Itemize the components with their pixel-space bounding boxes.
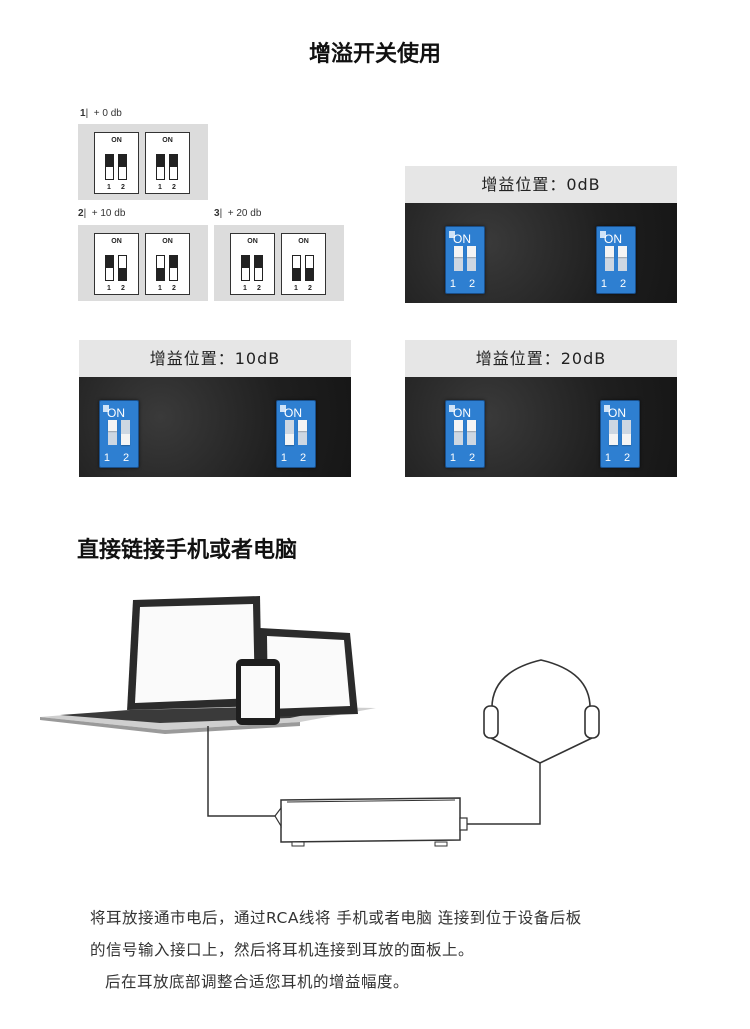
dip-label-10db: 2| + 10 db — [78, 208, 125, 219]
amp-bottom-photo: ON 1 2 ON 1 2 — [79, 377, 351, 477]
dip-on-label: ON — [162, 137, 173, 144]
dip-num-1: 1 — [158, 184, 162, 191]
connection-illustration — [40, 596, 600, 847]
amp-bottom-photo: ON 1 2 ON 1 2 — [405, 203, 677, 303]
chip-nums: 1 2 — [449, 452, 481, 464]
dip-value: + 0 db — [93, 108, 122, 119]
dip-chip: ON 1 2 — [276, 400, 316, 468]
dip-chip: ON 1 2 — [99, 400, 139, 468]
chip-on-label: ON — [107, 406, 125, 420]
amp-bottom-photo: ON 1 2 ON 1 2 — [405, 377, 677, 477]
gain-label: 增益位置：10dB — [79, 340, 351, 377]
dip-index: 1 — [80, 108, 86, 119]
dip-chip: ON 1 2 — [596, 226, 636, 294]
dip-index: 3 — [214, 208, 220, 219]
dip-chip: ON 1 2 — [600, 400, 640, 468]
dip-diagram-10db: ON 1 2 ON 1 2 — [78, 225, 208, 301]
chip-nums: 1 2 — [280, 452, 312, 464]
dip-sep: | — [83, 208, 87, 219]
headphones-icon — [483, 659, 600, 764]
dip-switch-box: ON 1 2 — [145, 233, 190, 295]
chip-nums: 1 2 — [103, 452, 135, 464]
chip-nums: 1 2 — [449, 278, 481, 290]
dip-switch-box: ON 1 2 — [94, 233, 139, 295]
dip-value: + 20 db — [227, 208, 262, 219]
chip-on-label: ON — [604, 232, 622, 246]
dip-switch-box: ON 1 2 — [230, 233, 275, 295]
dip-num-1: 1 — [294, 285, 298, 292]
tablet-icon — [260, 628, 358, 717]
chip-on-label: ON — [608, 406, 626, 420]
dip-num-1: 1 — [107, 285, 111, 292]
instruction-line-3: 后在耳放底部调整合适您耳机的增益幅度。 — [105, 973, 410, 991]
dip-num-1: 1 — [158, 285, 162, 292]
gain-photo-20db: 增益位置：20dB ON 1 2 ON 1 2 — [405, 340, 677, 477]
dip-num-1: 1 — [243, 285, 247, 292]
dip-sep: | — [219, 208, 223, 219]
dip-chip: ON 1 2 — [445, 226, 485, 294]
dip-on-label: ON — [247, 238, 258, 245]
chip-nums: 1 2 — [604, 452, 636, 464]
chip-on-label: ON — [453, 232, 471, 246]
amplifier-icon — [274, 797, 468, 847]
gain-label: 增益位置：0dB — [405, 166, 677, 203]
chip-on-label: ON — [284, 406, 302, 420]
dip-label-20db: 3| + 20 db — [214, 208, 261, 219]
dip-switch-box: ON 1 2 — [281, 233, 326, 295]
dip-sep: | — [85, 108, 89, 119]
gain-photo-0db: 增益位置：0dB ON 1 2 ON 1 2 — [405, 166, 677, 303]
chip-nums: 1 2 — [600, 278, 632, 290]
dip-label-0db: 1| + 0 db — [80, 108, 122, 119]
dip-diagram-0db: ON 1 2 ON 1 2 — [78, 124, 208, 200]
dip-switch-box: ON 1 2 — [94, 132, 139, 194]
dip-on-label: ON — [111, 137, 122, 144]
dip-num-1: 1 — [107, 184, 111, 191]
dip-switch-box: ON 1 2 — [145, 132, 190, 194]
dip-num-2: 2 — [257, 285, 261, 292]
dip-diagram-20db: ON 1 2 ON 1 2 — [214, 225, 344, 301]
dip-value: + 10 db — [91, 208, 126, 219]
dip-num-2: 2 — [308, 285, 312, 292]
dip-index: 2 — [78, 208, 84, 219]
dip-num-2: 2 — [172, 184, 176, 191]
dip-num-2: 2 — [121, 285, 125, 292]
dip-num-2: 2 — [172, 285, 176, 292]
section-title-gain-switch: 增溢开关使用 — [308, 42, 441, 67]
section-title-connect: 直接链接手机或者电脑 — [77, 538, 298, 563]
dip-on-label: ON — [111, 238, 122, 245]
dip-num-2: 2 — [121, 184, 125, 191]
dip-on-label: ON — [162, 238, 173, 245]
instruction-line-1: 将耳放接通市电后，通过RCA线将 手机或者电脑 连接到位于设备后板 — [90, 909, 582, 927]
instruction-line-2: 的信号输入接口上，然后将耳机连接到耳放的面板上。 — [90, 941, 475, 959]
dip-on-label: ON — [298, 238, 309, 245]
gain-photo-10db: 增益位置：10dB ON 1 2 ON 1 2 — [79, 340, 351, 477]
phone-icon — [236, 659, 280, 725]
dip-chip: ON 1 2 — [445, 400, 485, 468]
chip-on-label: ON — [453, 406, 471, 420]
gain-label: 增益位置：20dB — [405, 340, 677, 377]
